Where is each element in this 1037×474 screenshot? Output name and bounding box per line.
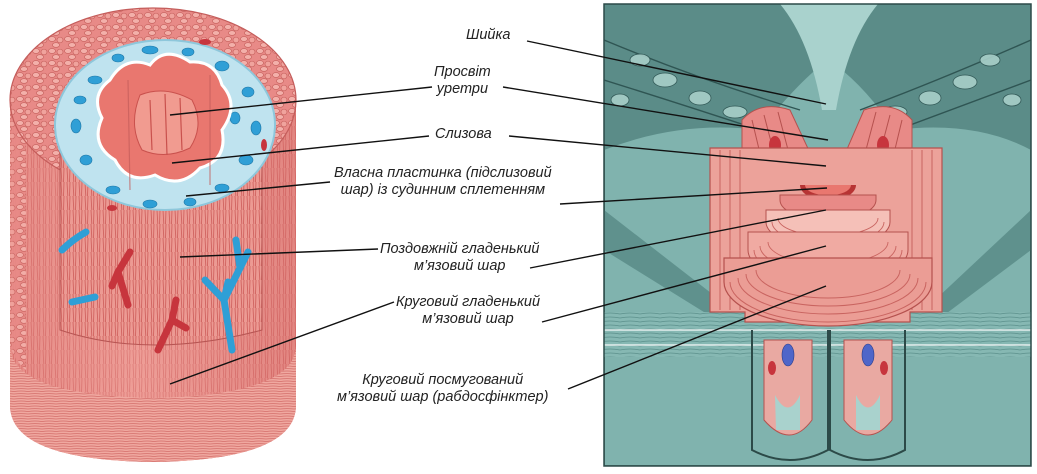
label-mucosa: Слизова	[435, 126, 492, 143]
label-longitudinal-muscle: Поздовжній гладенький м’язовий шар	[380, 241, 539, 275]
urethra-cylinder	[10, 8, 296, 462]
label-neck: Шийка	[466, 27, 510, 44]
label-lamina-propria: Власна пластинка (підслизовий шар) із су…	[334, 165, 552, 199]
label-striated-muscle: Круговий посмугований м’язовий шар (рабд…	[337, 372, 548, 406]
label-lumen: Просвіт уретри	[434, 64, 491, 98]
outer-cell-layer	[10, 100, 26, 370]
sphincter-panel	[604, 4, 1031, 466]
label-circular-muscle: Круговий гладенький м’язовий шар	[396, 294, 540, 328]
